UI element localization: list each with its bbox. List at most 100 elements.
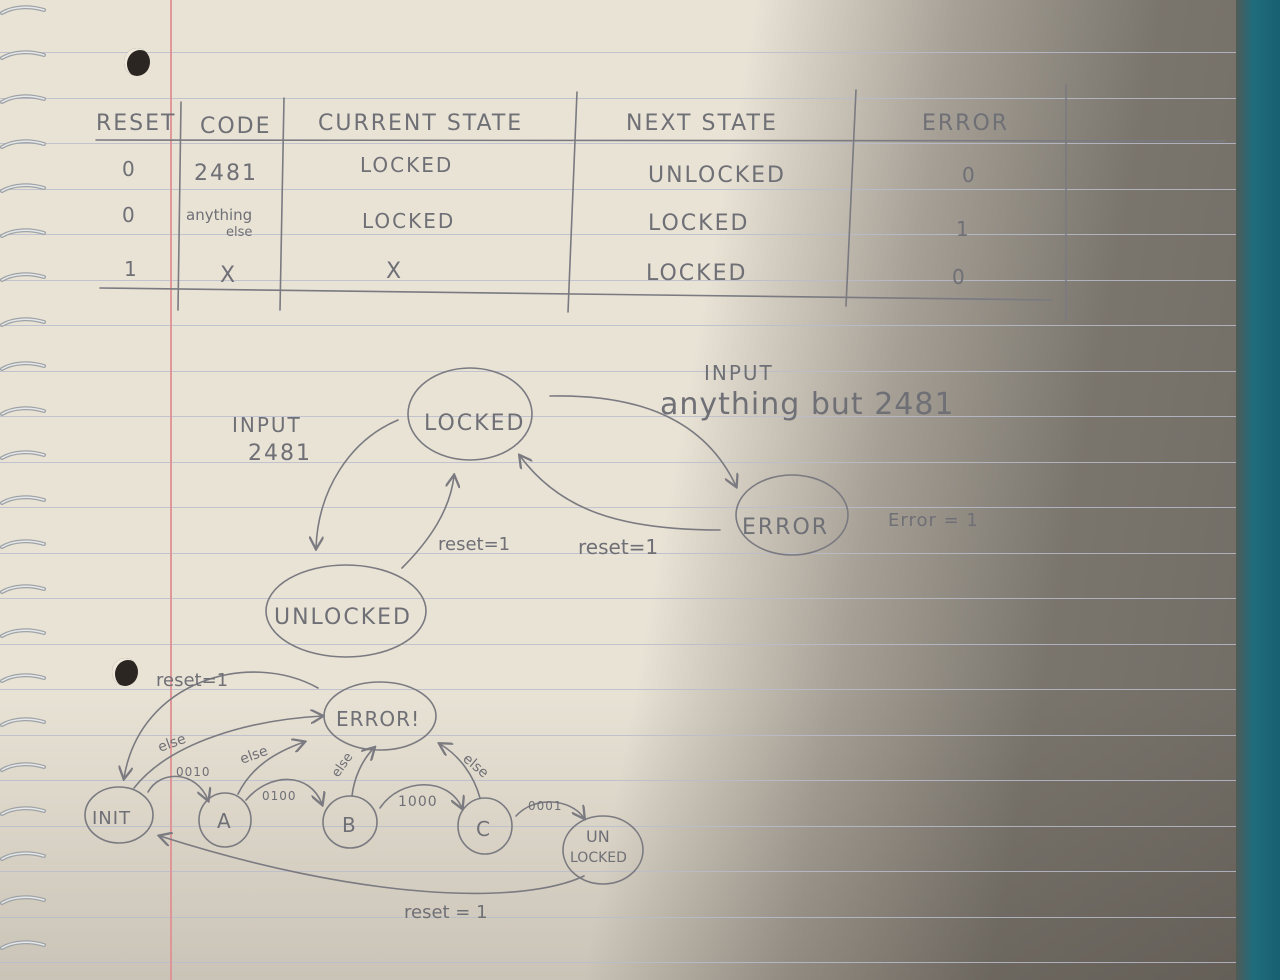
state-unlocked-final-label-line2: LOCKED bbox=[570, 850, 627, 866]
row3-next: LOCKED bbox=[646, 261, 747, 286]
row1-error: 0 bbox=[962, 163, 977, 187]
table-col-divider-2 bbox=[279, 97, 285, 311]
ruled-line bbox=[0, 52, 1240, 53]
ruled-line bbox=[0, 371, 1240, 372]
table-col-divider-4 bbox=[845, 89, 857, 307]
truth-table: RESET CODE CURRENT STATE NEXT STATE ERRO… bbox=[95, 83, 1226, 321]
ruled-line bbox=[0, 962, 1240, 963]
ruled-line bbox=[0, 462, 1240, 463]
spiral-coil bbox=[0, 272, 46, 282]
state-a-label: A bbox=[217, 809, 233, 833]
spiral-coil bbox=[0, 806, 46, 816]
row3-code: X bbox=[220, 263, 237, 288]
spiral-coil bbox=[0, 717, 46, 727]
notebook-cover-edge bbox=[1236, 0, 1280, 980]
arrow-locked-to-error bbox=[549, 395, 736, 486]
label-c-else: else bbox=[459, 751, 491, 782]
arrow-a-to-b bbox=[245, 778, 322, 804]
punch-hole-middle bbox=[112, 658, 138, 686]
ruled-line bbox=[0, 98, 1240, 99]
arrow-locked-to-unlocked bbox=[316, 419, 399, 548]
ruled-line bbox=[0, 735, 1240, 736]
spiral-coil bbox=[0, 406, 46, 416]
state-diagram-lock: LOCKED UNLOCKED ERROR INPUT 2481 INPUT a… bbox=[232, 361, 979, 658]
arrow-error-reset-to-init bbox=[124, 671, 319, 778]
row1-code: 2481 bbox=[194, 161, 258, 186]
table-header-rule bbox=[95, 138, 1226, 142]
row2-error: 1 bbox=[956, 217, 971, 241]
arrow-unlocked-to-locked bbox=[401, 476, 454, 569]
arrow-a-else-to-error bbox=[237, 742, 304, 795]
state-c-label: C bbox=[476, 817, 492, 841]
row2-code-line2: else bbox=[226, 225, 252, 240]
spiral-coil bbox=[0, 228, 46, 238]
ruled-line bbox=[0, 416, 1240, 417]
label-input-other-line1: INPUT bbox=[704, 361, 774, 385]
spiral-coil bbox=[0, 94, 46, 104]
header-error: ERROR bbox=[922, 111, 1009, 136]
label-a-else: else bbox=[238, 743, 270, 768]
row1-next: UNLOCKED bbox=[648, 163, 786, 188]
spiral-coil bbox=[0, 673, 46, 683]
label-c-to-unlocked: 0001 bbox=[528, 799, 563, 813]
ruled-line bbox=[0, 280, 1240, 281]
label-input-2481-line1: INPUT bbox=[232, 413, 302, 437]
ruled-line bbox=[0, 871, 1240, 872]
row1-current: LOCKED bbox=[360, 153, 453, 177]
table-col-divider-3 bbox=[567, 91, 578, 313]
label-reset-from-error: reset=1 bbox=[578, 535, 658, 559]
header-code: CODE bbox=[200, 114, 272, 139]
punch-hole-top bbox=[124, 48, 150, 76]
spiral-coil bbox=[0, 762, 46, 772]
spiral-coil bbox=[0, 495, 46, 505]
state-diagram-sequence: INIT A B C UN LOCKED ERROR! reset=1 rese… bbox=[84, 670, 644, 923]
label-error-output: Error = 1 bbox=[888, 510, 979, 531]
ruled-line bbox=[0, 507, 1240, 508]
state-locked-label: LOCKED bbox=[424, 411, 525, 436]
ruled-line bbox=[0, 689, 1240, 690]
state-unlocked-final-label-line1: UN bbox=[586, 827, 610, 846]
spiral-coil bbox=[0, 628, 46, 638]
row2-code: anything bbox=[186, 206, 252, 224]
row2-next: LOCKED bbox=[648, 211, 749, 236]
header-next-state: NEXT STATE bbox=[626, 111, 778, 136]
state-init-label: INIT bbox=[92, 808, 131, 829]
state-locked bbox=[407, 367, 533, 461]
label-input-other-line2: anything but 2481 bbox=[660, 387, 955, 422]
spiral-coil bbox=[0, 895, 46, 905]
label-b-else: else bbox=[329, 750, 356, 780]
state-unlocked bbox=[265, 564, 427, 658]
spiral-coil bbox=[0, 539, 46, 549]
state-a bbox=[198, 792, 252, 848]
ruled-line bbox=[0, 780, 1240, 781]
ruled-line bbox=[0, 917, 1240, 918]
arrow-c-to-unlocked bbox=[515, 801, 584, 818]
ruled-line bbox=[0, 189, 1240, 190]
label-a-to-b: 0100 bbox=[262, 789, 297, 803]
label-input-2481-line2: 2481 bbox=[248, 441, 312, 466]
ruled-line bbox=[0, 234, 1240, 235]
label-reset-bottom: reset = 1 bbox=[404, 902, 488, 923]
state-error-label: ERROR bbox=[742, 515, 829, 540]
row3-reset: 1 bbox=[124, 257, 139, 281]
state-b bbox=[322, 795, 378, 849]
spiral-coil bbox=[0, 361, 46, 371]
state-unlocked-label: UNLOCKED bbox=[274, 605, 412, 630]
spiral-coil bbox=[0, 139, 46, 149]
ruled-line bbox=[0, 826, 1240, 827]
label-init-to-a: 0010 bbox=[176, 765, 211, 779]
spiral-coil bbox=[0, 940, 46, 950]
spiral-coil bbox=[0, 50, 46, 60]
label-b-to-c: 1000 bbox=[398, 794, 438, 810]
state-init bbox=[84, 786, 154, 844]
ruled-line bbox=[0, 553, 1240, 554]
arrow-init-to-a bbox=[147, 775, 208, 800]
state-b-label: B bbox=[342, 813, 358, 837]
ruled-line bbox=[0, 325, 1240, 326]
arrow-unlocked-reset-to-init bbox=[160, 836, 585, 895]
arrow-init-else-to-error bbox=[133, 716, 322, 789]
table-col-divider-1 bbox=[177, 101, 182, 311]
arrow-c-else-to-error bbox=[440, 744, 481, 799]
